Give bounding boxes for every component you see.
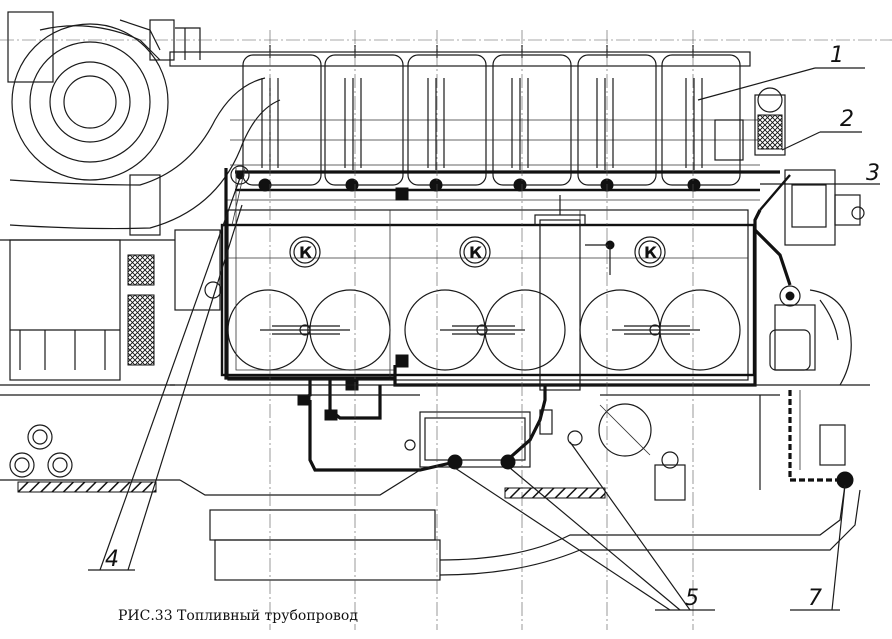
fuel-pump-lower xyxy=(404,403,686,501)
callout-1: 1 xyxy=(697,43,865,101)
callout-4-label: 4 xyxy=(105,547,119,572)
callout-3-label: 3 xyxy=(866,161,880,186)
callout-7: 7 xyxy=(790,484,846,611)
figure-caption: РИС.33 Топливный трубопровод xyxy=(118,608,358,624)
callout-5-label: 5 xyxy=(685,586,699,611)
callout-2-label: 2 xyxy=(840,107,854,132)
injector-pipes xyxy=(261,78,703,170)
centre-lines xyxy=(0,30,892,630)
callout-3: 3 xyxy=(760,161,880,186)
logo-mark-1: К xyxy=(299,243,312,262)
logo-mark-3: К xyxy=(644,243,657,262)
callout-2: 2 xyxy=(781,107,862,151)
callout-4: 4 xyxy=(88,177,243,572)
logo-mark-2: К xyxy=(469,243,482,262)
fuel-lines xyxy=(224,167,792,472)
fuel-filter xyxy=(534,195,615,391)
cylinder-block: К К К xyxy=(220,209,756,381)
callout-7-label: 7 xyxy=(808,586,822,611)
left-bracket xyxy=(9,229,222,381)
callout-5: 5 xyxy=(454,441,715,611)
callout-1-label: 1 xyxy=(830,43,844,68)
cylinder-heads xyxy=(169,45,760,186)
fuel-rail xyxy=(225,165,780,201)
bottom-frame xyxy=(0,384,870,581)
turbocharger xyxy=(7,11,201,181)
right-side-units xyxy=(714,87,865,489)
